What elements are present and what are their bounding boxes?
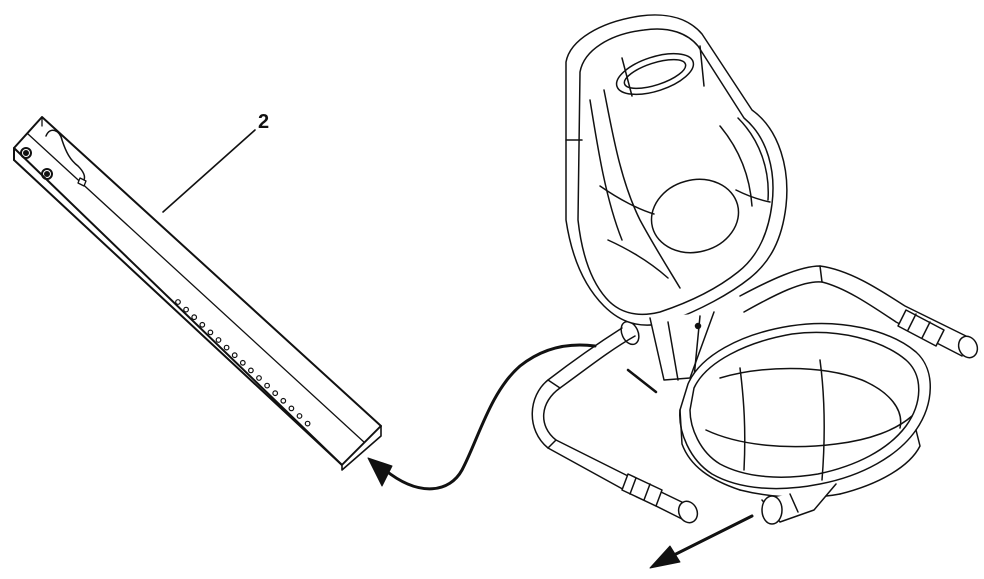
rail-adjustment-hole-icon — [175, 299, 181, 305]
rail-adjustment-hole-icon — [215, 337, 222, 343]
rail-adjustment-hole-icon — [280, 397, 287, 404]
rail-bolt-hole-icon — [20, 147, 32, 159]
rail-adjustment-hole-icon — [199, 321, 206, 328]
seat-backrest — [565, 14, 788, 326]
part-number-callout: 2 — [258, 111, 269, 133]
left-handlebar — [531, 320, 699, 524]
backrest-handle-hole — [615, 52, 695, 96]
rail-adjustment-hole-icon — [296, 413, 303, 419]
rail-adjustment-hole-icon — [191, 314, 198, 321]
assembly-arrow-icon — [367, 343, 597, 491]
seat-rail — [13, 116, 382, 471]
rail-adjustment-holes — [175, 299, 311, 427]
rail-adjustment-hole-icon — [239, 359, 246, 366]
rail-adjustment-hole-icon — [272, 390, 279, 397]
backrest-lumbar-pad — [650, 178, 740, 254]
rail-adjustment-hole-icon — [304, 420, 311, 427]
rail-adjustment-hole-icon — [247, 367, 254, 374]
rail-cable — [45, 129, 86, 181]
seat-assembly — [531, 14, 979, 525]
direction-arrow-icon — [649, 514, 754, 569]
rail-adjustment-hole-icon — [264, 382, 271, 389]
rail-adjustment-hole-icon — [183, 306, 190, 313]
rail-adjustment-hole-icon — [256, 375, 262, 381]
rail-bolt-hole-icon — [41, 168, 53, 180]
rail-adjustment-hole-icon — [207, 329, 214, 336]
rail-adjustment-hole-icon — [223, 344, 230, 351]
callout-leader-line — [162, 129, 256, 213]
seat-cushion — [679, 322, 931, 499]
rail-adjustment-hole-icon — [231, 352, 238, 359]
rail-adjustment-hole-icon — [288, 405, 295, 412]
seat-mount-post — [626, 311, 715, 394]
seat-bracket — [761, 483, 837, 525]
right-handlebar — [739, 265, 979, 359]
